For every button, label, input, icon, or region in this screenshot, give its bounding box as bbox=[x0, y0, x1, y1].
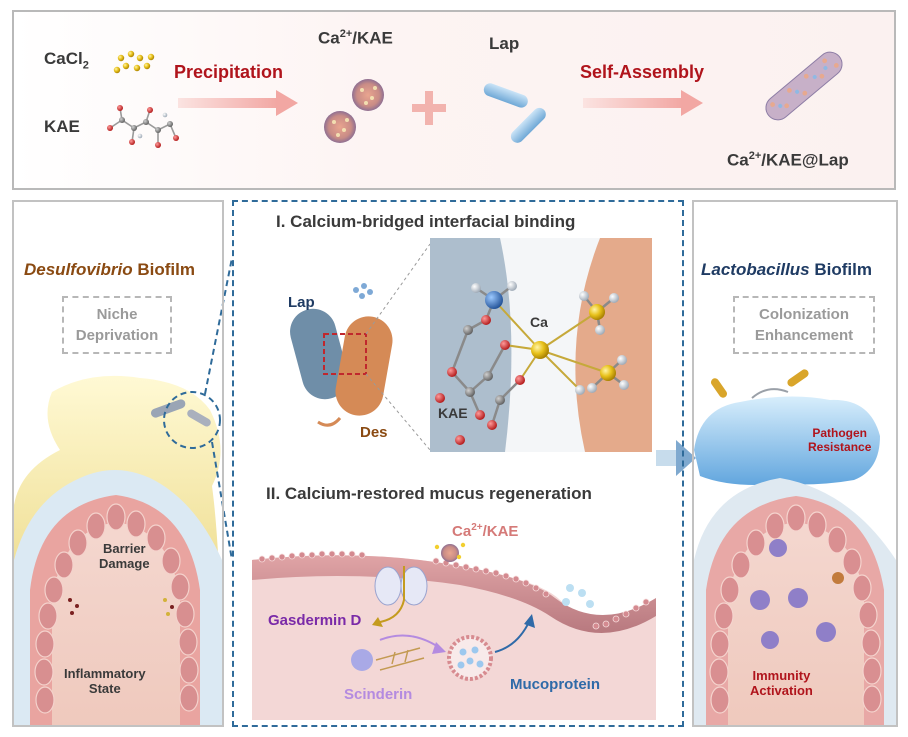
right-lactobacillus-rods bbox=[710, 369, 809, 399]
panel1-bacteria bbox=[290, 283, 393, 427]
scinderin-label: Scinderin bbox=[344, 686, 413, 703]
colonization-enhancement-box: Colonization Enhancement bbox=[733, 296, 875, 354]
panel1-lap-label: Lap bbox=[288, 294, 315, 311]
kae-label: KAE bbox=[44, 117, 80, 136]
left-zoom-circle bbox=[163, 257, 233, 561]
barrier-damage-label: Barrier Damage bbox=[99, 541, 150, 571]
left-epithelium-cells bbox=[34, 503, 199, 714]
ca-kae-nanoparticles bbox=[324, 79, 384, 143]
scinderin-and-mucoprotein bbox=[351, 614, 535, 681]
top-synthesis-panel bbox=[12, 10, 896, 190]
lap-label: Lap bbox=[489, 34, 520, 53]
niche-deprivation-box: Niche Deprivation bbox=[62, 296, 172, 354]
panel2-ca-kae-label: Ca2+/KAE bbox=[452, 522, 519, 540]
cacl2-particles bbox=[113, 50, 155, 74]
center-dashed-frame bbox=[232, 200, 684, 727]
desulfovibrio-biofilm-title: Desulfovibrio Biofilm bbox=[24, 260, 195, 279]
right-epithelium-cells bbox=[709, 504, 882, 714]
left-damage-particles bbox=[68, 598, 174, 616]
inflammatory-state-label: Inflammatory State bbox=[64, 666, 146, 696]
panel1-title: I. Calcium-bridged interfacial binding bbox=[276, 212, 576, 231]
precipitation-label: Precipitation bbox=[174, 62, 284, 82]
panel1-zoom-lines bbox=[365, 243, 431, 451]
self-assembly-arrow bbox=[583, 90, 703, 116]
ca-kae-lap-product bbox=[765, 51, 843, 121]
panel2-title: II. Calcium-restored mucus regeneration bbox=[266, 484, 592, 503]
left-bacteria-rods bbox=[150, 399, 211, 427]
lap-rods bbox=[483, 83, 546, 143]
panel-transition-arrow bbox=[656, 440, 696, 476]
self-assembly-label: Self-Assembly bbox=[580, 62, 705, 82]
gasdermin-d-label: Gasdermin D bbox=[268, 612, 362, 629]
panel1-molecular-view bbox=[430, 238, 652, 452]
mucoprotein-label: Mucoprotein bbox=[510, 676, 600, 693]
immunity-activation-label: Immunity Activation bbox=[750, 668, 813, 698]
precipitation-arrow bbox=[178, 90, 298, 116]
lactobacillus-biofilm-title: Lactobacillus Biofilm bbox=[701, 260, 872, 279]
panel1-des-label: Des bbox=[360, 424, 388, 441]
plus-icon bbox=[412, 91, 446, 125]
pathogen-resistance-label: Pathogen Resistance bbox=[808, 426, 872, 454]
calcium-label: Ca bbox=[530, 314, 548, 330]
right-immune-cells bbox=[750, 539, 844, 649]
left-panel bbox=[12, 200, 224, 727]
panel2-membrane bbox=[252, 542, 656, 720]
right-panel bbox=[692, 200, 898, 727]
cacl2-label: CaCl2 bbox=[44, 49, 89, 72]
panel1-kae-label: KAE bbox=[438, 405, 468, 421]
ca-kae-label: Ca2+/KAE bbox=[318, 28, 393, 48]
ca-kae-lap-label: Ca2+/KAE@Lap bbox=[727, 150, 849, 170]
kae-molecule bbox=[107, 105, 179, 148]
